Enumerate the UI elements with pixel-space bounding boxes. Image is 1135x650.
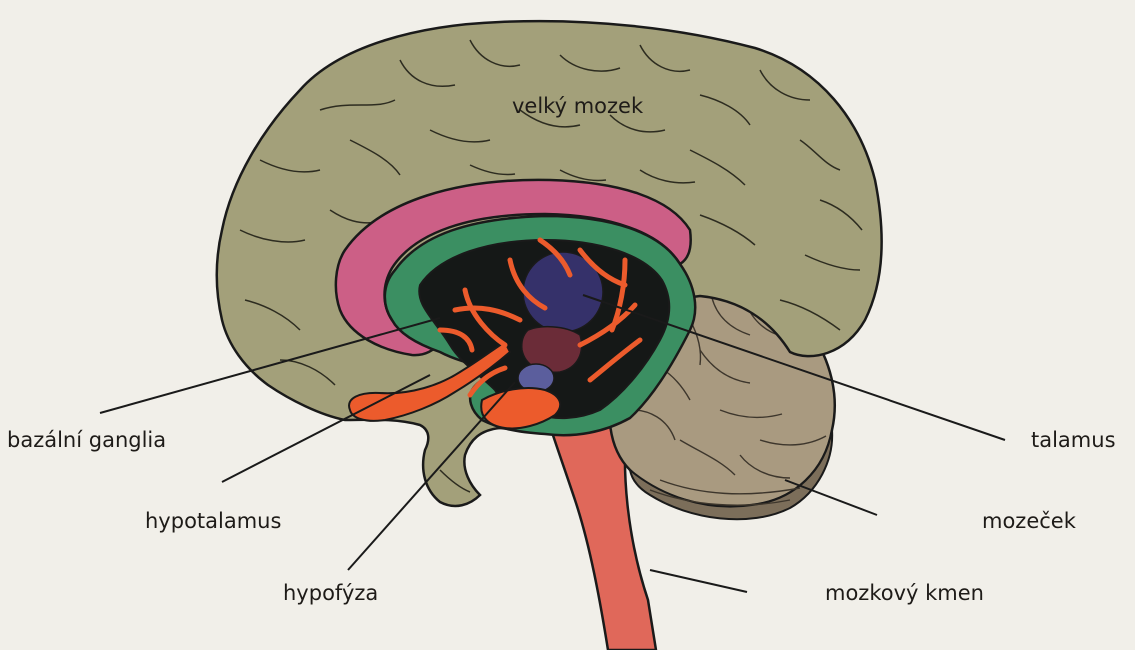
- pointer-brainstem: [650, 570, 747, 592]
- label-pituitary: hypofýza: [283, 583, 378, 604]
- label-basal-ganglia: bazální ganglia: [7, 430, 166, 451]
- label-cerebrum: velký mozek: [512, 96, 643, 117]
- label-thalamus: talamus: [1031, 430, 1116, 451]
- label-hypothalamus: hypotalamus: [145, 511, 281, 532]
- label-brainstem: mozkový kmen: [825, 583, 984, 604]
- label-cerebellum: mozeček: [982, 511, 1076, 532]
